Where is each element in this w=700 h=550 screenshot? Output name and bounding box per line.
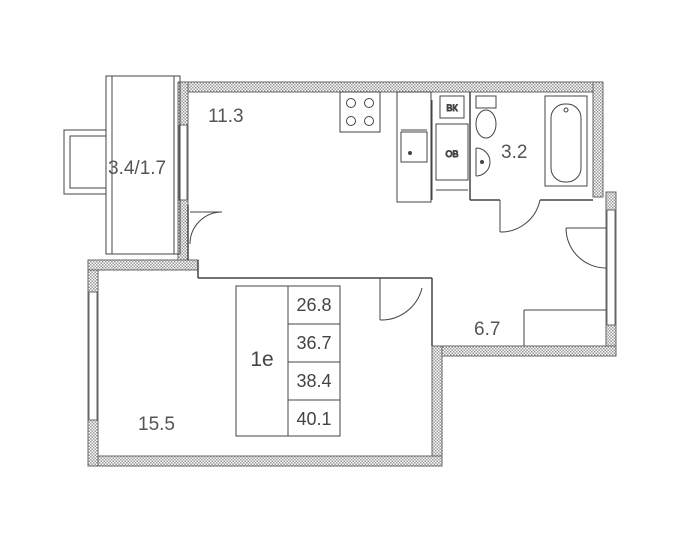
balcony-area-label: 3.4/1.7 (108, 158, 166, 179)
wall-bottom (87, 455, 443, 467)
wall-hall-bottom (431, 345, 617, 357)
hall-area-label: 6.7 (474, 319, 500, 340)
bedroom-area-label: 15.5 (138, 414, 175, 435)
interior-partitions (187, 92, 593, 346)
stove-burner-icon (364, 98, 374, 108)
stove (339, 91, 381, 133)
exterior-walls (87, 81, 617, 467)
area-value: 38.4 (296, 371, 331, 391)
area-value: 40.1 (296, 409, 331, 429)
kitchen-counter (396, 91, 432, 203)
area-summary-table (235, 285, 341, 437)
bedroom-door (379, 277, 432, 321)
entrance-door (565, 227, 607, 269)
wall-left-top (87, 259, 199, 271)
washer (435, 123, 469, 181)
kitchen-sink-icon (400, 131, 428, 163)
stove-burner-icon (346, 116, 356, 126)
toilet-icon (475, 95, 497, 139)
bathroom-door (499, 199, 541, 233)
bathroom-fixtures (475, 95, 588, 187)
area-value: 36.7 (296, 333, 331, 353)
kitchen-fixtures: ВК ОВ (339, 91, 469, 203)
area-value: 26.8 (296, 295, 331, 315)
wall-right-upper (592, 81, 604, 198)
apartment-type: 1е (250, 348, 273, 371)
windows (88, 124, 616, 421)
bathroom-area-label: 3.2 (501, 142, 527, 163)
stove-burner-icon (364, 116, 374, 126)
boiler-label: ВК (446, 103, 458, 113)
window-bedroom (88, 291, 98, 421)
window-hall (606, 209, 616, 326)
wall-bedroom-right (431, 345, 443, 467)
boiler (439, 95, 465, 119)
window-kitchen (178, 124, 188, 201)
doors (189, 199, 607, 321)
washer-label: ОВ (445, 149, 458, 159)
hall-counter (523, 309, 606, 346)
balcony (63, 75, 181, 255)
stove-burner-icon (346, 98, 356, 108)
washbasin-icon (475, 147, 491, 177)
wall-top (177, 81, 604, 93)
bathtub-icon (544, 95, 588, 187)
balcony-door (189, 211, 223, 245)
kitchen-area-label: 11.3 (208, 106, 244, 127)
